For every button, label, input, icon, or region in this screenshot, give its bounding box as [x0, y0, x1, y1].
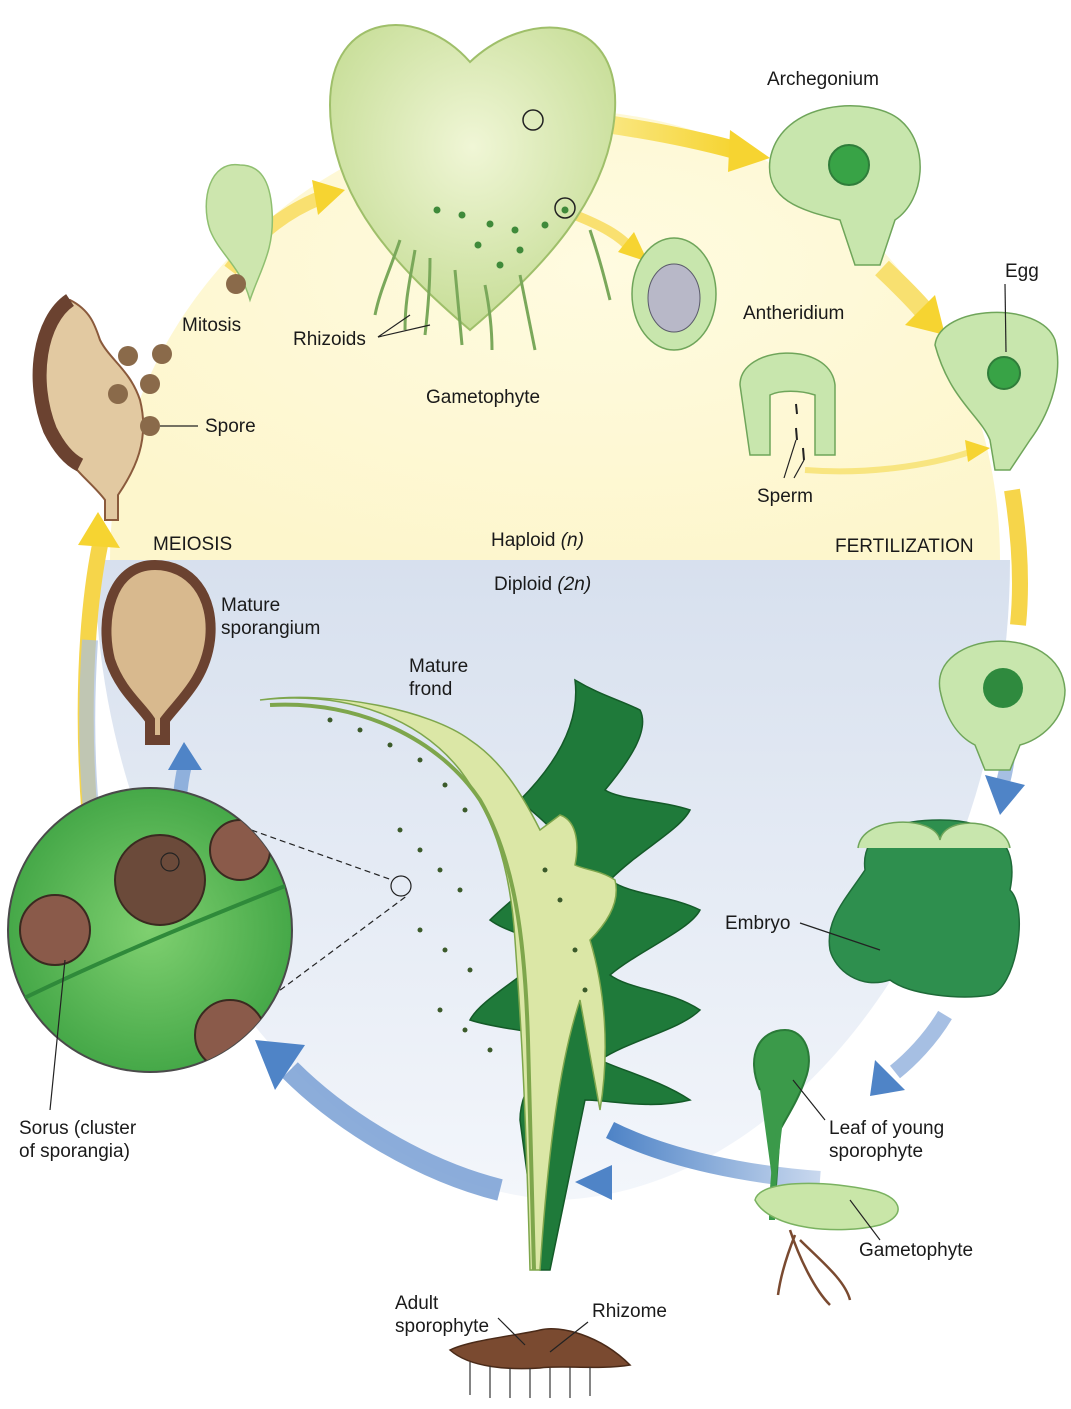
diploid-n: (2n)	[557, 574, 591, 595]
mature-frond-line2: frond	[409, 678, 468, 701]
label-diploid: Diploid (2n)	[494, 573, 591, 596]
haploid-text: Haploid	[491, 530, 555, 551]
sorus-line1: Sorus (cluster	[19, 1117, 136, 1140]
sorus-magnification	[0, 788, 300, 1110]
diploid-text: Diploid	[494, 574, 552, 595]
label-sperm: Sperm	[757, 485, 813, 508]
mature-sporangium-line2: sporangium	[221, 617, 320, 640]
label-mitosis: Mitosis	[182, 314, 241, 337]
mature-frond-line1: Mature	[409, 655, 468, 678]
label-spore: Spore	[205, 415, 256, 438]
haploid-n: (n)	[561, 530, 584, 551]
label-meiosis: MEIOSIS	[153, 533, 232, 556]
label-haploid: Haploid (n)	[491, 529, 584, 552]
label-gametophyte-top: Gametophyte	[426, 386, 540, 409]
label-gametophyte-bottom: Gametophyte	[859, 1239, 973, 1262]
leaf-young-line1: Leaf of young	[829, 1117, 944, 1140]
label-embryo: Embryo	[725, 912, 790, 935]
sorus-line2: of sporangia)	[19, 1140, 136, 1163]
leaf-young-line2: sporophyte	[829, 1140, 944, 1163]
label-rhizoids: Rhizoids	[293, 328, 366, 351]
adult-line2: sporophyte	[395, 1315, 489, 1338]
antheridium	[632, 238, 716, 350]
label-rhizome: Rhizome	[592, 1300, 667, 1323]
label-egg: Egg	[1005, 260, 1039, 283]
mature-sporangium-line1: Mature	[221, 594, 320, 617]
adult-line1: Adult	[395, 1292, 489, 1315]
label-antheridium: Antheridium	[743, 302, 844, 325]
label-fertilization: FERTILIZATION	[835, 535, 974, 558]
label-archegonium: Archegonium	[767, 68, 879, 91]
